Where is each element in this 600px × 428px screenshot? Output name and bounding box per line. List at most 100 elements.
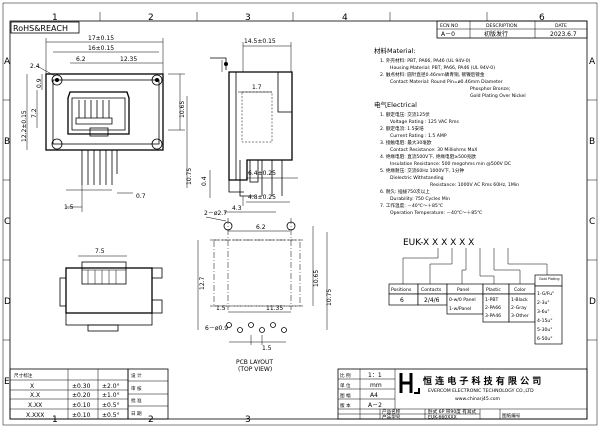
- dim-6-2: 6.2: [76, 56, 86, 63]
- appr-approve: 批 准: [131, 397, 142, 404]
- dim-7-2: 7.2: [31, 108, 38, 118]
- elec-line-1: Voltage Rating : 125 VAC Rms: [390, 119, 459, 125]
- rev-h-ecn: ECN NO: [440, 23, 458, 29]
- dim-12-35: 12.35: [120, 56, 137, 63]
- dim-0-9: 0.9: [36, 78, 43, 88]
- plating-value-3: 4-15u": [537, 318, 552, 324]
- dim-1-7: 1.7: [252, 84, 262, 91]
- size-value: A4: [370, 392, 378, 399]
- pcb-subtitle: (TOP VIEW): [238, 366, 272, 373]
- elec-line-10: Resistance: 1000V AC Rms 60Hz, 1Min: [430, 182, 519, 188]
- plastic-label: Plastic: [486, 287, 501, 293]
- elec-line-4: 3. 接触电阻: 最大30毫欧: [380, 139, 432, 146]
- elec-line-0: 1. 额定电压: 交流125伏: [380, 111, 430, 118]
- dim-10-65: 10.65: [179, 101, 186, 118]
- rev-h-desc: DESCRIPTION: [486, 23, 517, 29]
- tol-r3-c2: ±0.5°: [102, 412, 120, 419]
- elec-line-14: Operation Temperature: －40℃～＋85℃: [390, 210, 482, 216]
- panel-value-1: 1-w/Panel: [449, 306, 471, 312]
- material-line-5: Gold Plating Over Nickel: [470, 93, 526, 99]
- company-cn: 恒 连 电 子 科 技 有 限 公 司: [423, 375, 541, 387]
- col-4: 4: [342, 13, 348, 23]
- color-value-0: 1-Black: [511, 297, 528, 303]
- company-website: www.chinarj45.com: [455, 396, 501, 402]
- col-2-bottom: 2: [148, 415, 154, 425]
- col-1-bottom: 1: [52, 415, 58, 425]
- tol-header: 尺寸标注: [14, 372, 33, 379]
- elec-line-9: Dielectric Withstanding: [390, 175, 444, 181]
- row-c: C: [4, 217, 10, 227]
- plastic-value-0: 1-PBT: [485, 297, 499, 303]
- material-line-1: Housing Material: PBT, PA66, PA46 (UL 94…: [390, 65, 495, 71]
- plating-value-2: 3-6u": [537, 309, 550, 315]
- revision-block: ECN NO DESCRIPTION DATE A－0 初版发行 2023.6.…: [436, 20, 588, 39]
- scale-label: 比 例: [340, 372, 351, 379]
- rev-h-date: DATE: [555, 23, 567, 29]
- side-view: 14.5±0.15 1.7 0.4 6.4±0.25 4.8±0.25: [201, 38, 298, 206]
- plating-value-4: 5-30u": [537, 327, 552, 333]
- appr-check: 审 核: [131, 385, 142, 392]
- front-view: 17±0.15 16±0.15 6.2 12.35 2.4 12.2±0.15 …: [21, 35, 193, 212]
- tol-r0-c0: X: [30, 383, 34, 390]
- tol-r2-c0: X.XX: [28, 402, 42, 409]
- pcb-layout: 2－ø2.7 4.3 6.2 12.7 10.65 10.75 11.35 1.…: [197, 205, 333, 373]
- elec-line-8: 5. 绝缘耐压: 交流60Hz 1000V下, 1分钟: [380, 167, 464, 174]
- color-label: Color: [514, 287, 526, 293]
- col-2: 2: [148, 13, 154, 23]
- elec-line-12: Durability: 750 Cycles Min: [390, 196, 450, 202]
- tol-r1-c0: X.X: [30, 392, 40, 399]
- tol-r1-c1: ±0.20: [72, 392, 91, 399]
- row-c-right: C: [589, 217, 595, 227]
- row-b: B: [4, 137, 10, 147]
- positions-label: Positions: [391, 287, 412, 293]
- unit-value: mm: [370, 382, 382, 389]
- rohs-box: [10, 21, 80, 34]
- appr-design: 设 计: [131, 372, 142, 379]
- dim-17: 17±0.15: [88, 35, 114, 42]
- color-value-1: 2-Gray: [511, 305, 527, 311]
- dim-7-5: 7.5: [95, 248, 105, 255]
- plating-value-0: 1-G/Fu": [537, 291, 554, 297]
- dim-4-3: 4.3: [232, 205, 242, 212]
- elec-line-2: 2. 额定电流: 1.5安培: [380, 125, 424, 132]
- company-logo: [399, 372, 420, 394]
- material-line-0: 1. 外壳材料: PBT, PA66, PA46 (UL 94V-0): [380, 57, 471, 64]
- column-labels: 1 2 3 4 6 1 2 3: [52, 12, 545, 425]
- plastic-value-1: 2-PA66: [485, 305, 501, 311]
- row-e: E: [4, 377, 10, 387]
- electrical-heading: 电气Electrical: [374, 100, 417, 109]
- col-6: 6: [539, 13, 545, 23]
- drawing-no-label: 图纸编号: [502, 412, 521, 419]
- elec-line-5: Contact Resistance: 30 Milliohms MaX: [390, 147, 477, 153]
- company-en: EVERCOM ELECTRONIC TECHNOLOGY CO.,LTD: [428, 388, 534, 394]
- dim-0-4: 0.4: [201, 176, 208, 186]
- material-line-4: Phosphor Bronze;: [470, 86, 511, 92]
- row-b-right: B: [589, 137, 595, 147]
- panel-label: Panel: [457, 287, 469, 293]
- dim-10-75: 10.75: [186, 168, 193, 185]
- product-name-label: 产品名称: [382, 408, 401, 415]
- dim-4-8: 4.8±0.25: [248, 194, 276, 201]
- ver-label: 版 本: [340, 402, 351, 409]
- plating-value-5: 6-50u": [537, 336, 552, 342]
- dim-10-65-pcb: 10.65: [313, 270, 320, 287]
- tol-r2-c2: ±0.5°: [102, 402, 120, 409]
- plastic-value-2: 3-PA46: [485, 313, 501, 319]
- dim-12-2: 12.2±0.15: [21, 110, 28, 142]
- dim-16: 16±0.15: [88, 45, 114, 52]
- order-code-text: EUK-X X X X X X: [403, 238, 474, 248]
- tol-r3-c1: ±0.10: [72, 412, 91, 419]
- tol-r0-c2: ±2.0°: [102, 383, 120, 390]
- bottom-view: 7.5: [59, 248, 163, 332]
- row-d: D: [4, 297, 11, 307]
- dim-11-35: 11.35: [266, 305, 283, 312]
- dim-1-5: 1.5: [64, 204, 74, 211]
- elec-line-3: Current Rating : 1.5 AMP: [390, 133, 447, 139]
- rev-ecn: A－0: [441, 31, 455, 38]
- col-3: 3: [245, 13, 251, 23]
- dim-2-4: 2.4: [30, 63, 40, 70]
- rev-desc: 初版发行: [484, 30, 508, 38]
- material-heading: 材料Material:: [374, 46, 416, 55]
- row-d-right: D: [589, 297, 596, 307]
